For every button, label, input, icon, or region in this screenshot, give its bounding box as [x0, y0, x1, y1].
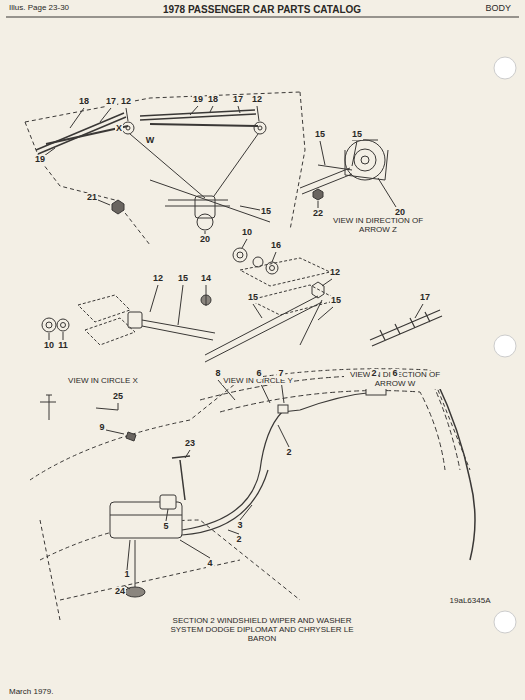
callout-number: 2: [235, 535, 242, 545]
callout-number: 24: [114, 587, 126, 597]
callout-number: 17: [419, 293, 431, 303]
callout-number: 20: [199, 235, 211, 245]
view-label: Illus. Page 23-30: [8, 4, 70, 13]
section-caption: SECTION 2 WINDSHIELD WIPER AND WASHER SY…: [162, 617, 362, 643]
callout-number: 16: [270, 241, 282, 251]
callout-number: 6: [391, 369, 398, 379]
callout-number: 15: [177, 274, 189, 284]
callout-number: 11: [57, 341, 69, 351]
callout-number: 1: [123, 570, 130, 580]
callout-number: 9: [98, 423, 105, 433]
callout-number: 19: [192, 95, 204, 105]
page-title: 1978 PASSENGER CAR PARTS CATALOG: [163, 4, 361, 15]
callout-number: 12: [120, 97, 132, 107]
callout-number: 17: [105, 97, 117, 107]
callout-number: 6: [255, 369, 262, 379]
callout-number: 12: [251, 95, 263, 105]
callout-number: 17: [232, 95, 244, 105]
callout-number: 15: [351, 130, 363, 140]
callout-number: 10: [241, 228, 253, 238]
view-label: VIEW IN CIRCLE X: [67, 377, 139, 386]
callout-number: 15: [330, 296, 342, 306]
callout-number: 4: [206, 559, 213, 569]
callout-number: X: [115, 124, 123, 134]
callout-number: 22: [312, 209, 324, 219]
callout-number: 8: [214, 369, 221, 379]
view-label: BODY: [484, 4, 512, 14]
callout-number: 25: [112, 392, 124, 402]
callout-number: 18: [78, 97, 90, 107]
callout-number: 5: [162, 522, 169, 532]
view-label: VIEW IN DIRECTION OF ARROW Z: [327, 217, 429, 235]
callout-number: 21: [86, 193, 98, 203]
callout-number: 19: [34, 155, 46, 165]
callout-number: 2: [285, 448, 292, 458]
callout-number: 18: [207, 95, 219, 105]
callout-number: 23: [184, 439, 196, 449]
callout-number: 3: [236, 521, 243, 531]
callout-number: 15: [260, 207, 272, 217]
callout-number: 2: [370, 369, 377, 379]
callout-number: 14: [200, 274, 212, 284]
callout-number: 15: [314, 130, 326, 140]
callout-number: 10: [43, 341, 55, 351]
view-label: 19aL6345A: [449, 597, 492, 606]
callout-number: 12: [329, 268, 341, 278]
callout-number: W: [145, 136, 156, 146]
callout-number: 7: [277, 369, 284, 379]
view-label: March 1979.: [8, 688, 54, 697]
callout-number: 12: [152, 274, 164, 284]
callout-number: 15: [247, 293, 259, 303]
